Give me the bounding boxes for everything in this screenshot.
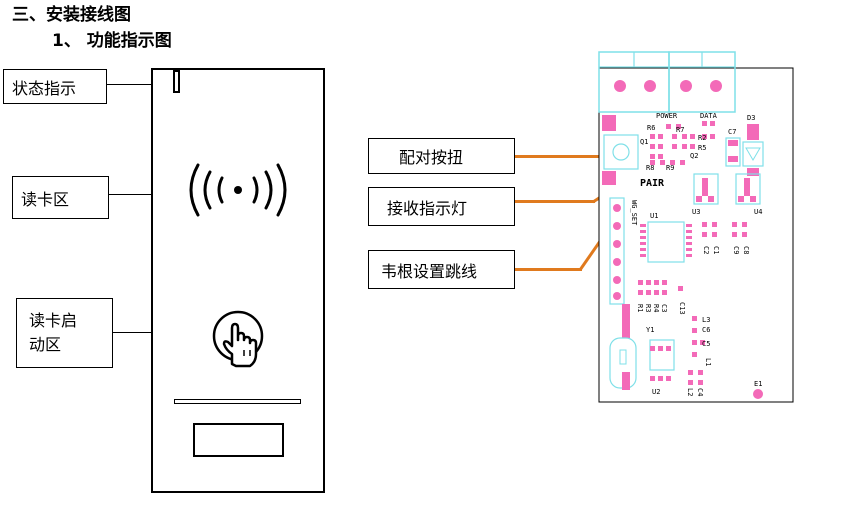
- pcb-label-l2: L2: [686, 388, 694, 396]
- speaker-window: [193, 423, 284, 457]
- pcb-label-c1: C1: [712, 246, 720, 254]
- pair-button-label: 配对按扭: [368, 138, 515, 174]
- receive-led-label: 接收指示灯: [368, 187, 515, 226]
- pcb-label-e1: E1: [754, 380, 762, 388]
- touch-hand-icon: [212, 310, 264, 368]
- pcb-label-c6: C6: [702, 326, 710, 334]
- pcb-label-power: POWER: [656, 112, 678, 120]
- pcb-label-q2: Q2: [690, 152, 698, 160]
- pcb-label-r1: R1: [636, 304, 644, 312]
- pcb-label-l1: L1: [704, 358, 712, 366]
- read-activate-label-line2: 动区: [29, 335, 62, 354]
- pcb-label-u2: U2: [652, 388, 660, 396]
- pcb-label-r7: R7: [676, 126, 684, 134]
- pcb-label-r4: R4: [652, 304, 660, 312]
- pcb-label-u4: U4: [754, 208, 762, 216]
- pcb-label-c9: C9: [732, 246, 740, 254]
- pcb-label-pair: PAIR: [640, 178, 665, 189]
- pcb-label-u1: U1: [650, 212, 658, 220]
- pair-leader-line: [515, 155, 606, 158]
- pcb-label-y1: Y1: [646, 326, 654, 334]
- pcb-board-diagram: POWER DATA R6 Q1 R7 R5 Q2 R2 R8 R9 PAIR …: [598, 51, 794, 403]
- pcb-label-c8: C8: [742, 246, 750, 254]
- read-area-label: 读卡区: [12, 176, 109, 219]
- pcb-label-r5: R5: [698, 144, 706, 152]
- pcb-label-r8: R8: [646, 164, 654, 172]
- pcb-label-u3: U3: [692, 208, 700, 216]
- pcb-label-c5: C5: [702, 340, 710, 348]
- section-heading: 三、安装接线图: [12, 5, 131, 25]
- subsection-heading: 1、 功能指示图: [52, 31, 172, 51]
- pcb-label-r9: R9: [666, 164, 674, 172]
- pcb-label-r6: R6: [647, 124, 655, 132]
- receive-leader-line-horizontal: [515, 200, 595, 203]
- rfid-wave-icon: [189, 163, 287, 217]
- status-leader-line: [107, 84, 191, 85]
- reader-device-outline: [151, 68, 325, 493]
- wiegand-jumper-label: 韦根设置跳线: [368, 250, 515, 289]
- pcb-label-q1: Q1: [640, 138, 648, 146]
- read-activate-label-line1: 读卡启: [29, 311, 78, 330]
- jumper-leader-line-horizontal: [515, 268, 582, 271]
- read-activate-label: 读卡启 动区: [16, 298, 113, 368]
- pcb-label-wg-set: WG_SET: [630, 200, 638, 226]
- pcb-label-d3: D3: [747, 114, 755, 122]
- card-slot-bar: [174, 399, 301, 404]
- pcb-label-r3: R3: [644, 304, 652, 312]
- pcb-label-l3: L3: [702, 316, 710, 324]
- pcb-label-c2: C2: [702, 246, 710, 254]
- pcb-label-data: DATA: [700, 112, 718, 120]
- pcb-label-c7: C7: [728, 128, 736, 136]
- read-area-leader-line: [109, 194, 187, 195]
- pcb-label-c13: C13: [678, 302, 686, 315]
- status-indicator-label: 状态指示: [3, 69, 107, 104]
- status-led-slot: [173, 70, 180, 93]
- pcb-label-c3: C3: [660, 304, 668, 312]
- pcb-label-r2: R2: [698, 134, 706, 142]
- pcb-label-c4: C4: [696, 388, 704, 396]
